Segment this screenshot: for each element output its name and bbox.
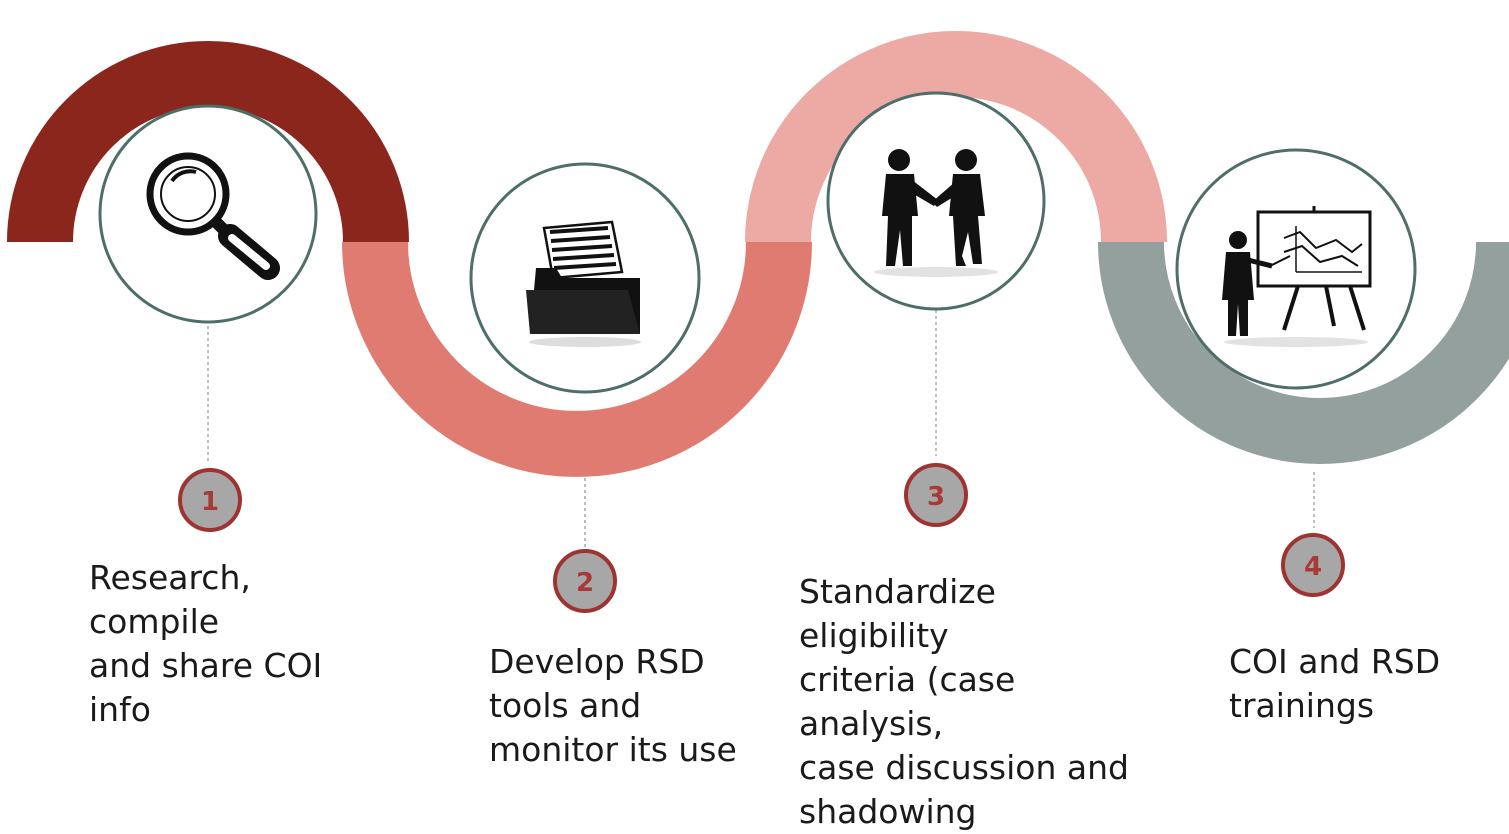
step-label-1: Research, compile and share COI info (89, 558, 323, 729)
magnifying-glass-icon (146, 152, 280, 280)
presentation-icon (1222, 206, 1372, 347)
step-badge-1: 1 (178, 468, 242, 532)
step-number-1: 1 (201, 487, 219, 517)
step-number-3: 3 (927, 482, 945, 512)
step-number-2: 2 (576, 568, 594, 598)
step-label-3: Standardize eligibility criteria (case a… (799, 572, 1129, 831)
wave-arc-2 (342, 241, 812, 477)
step-label-2: Develop RSD tools and monitor its use (489, 642, 737, 769)
handshake-icon (874, 149, 998, 277)
step-badge-2: 2 (553, 549, 617, 613)
step-badge-3: 3 (904, 463, 968, 527)
step-badge-4: 4 (1281, 533, 1345, 597)
document-folder-icon (526, 220, 641, 347)
wave-arc-1 (7, 41, 409, 243)
wave-arc-4 (1098, 241, 1509, 464)
wave-arc-3 (745, 31, 1167, 243)
icon-circle-1 (98, 104, 318, 324)
process-diagram: 1 2 3 4 (7, 31, 1509, 613)
step-label-4: COI and RSD trainings (1229, 642, 1441, 725)
step-number-4: 4 (1304, 552, 1322, 582)
